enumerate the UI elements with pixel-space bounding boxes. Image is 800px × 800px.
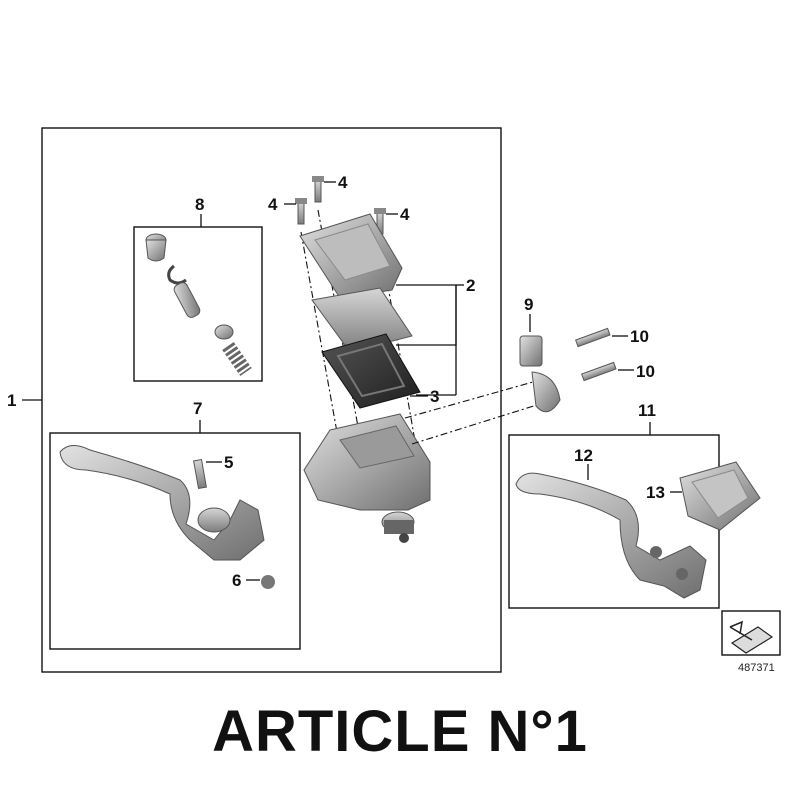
direction-arrow-icon <box>729 620 774 654</box>
label-4-left: 4 <box>268 195 278 214</box>
label-4-top: 4 <box>338 173 348 192</box>
label-10-bottom: 10 <box>636 362 655 381</box>
diagram-id: 487371 <box>738 662 775 674</box>
label-2: 2 <box>466 276 475 295</box>
clamp-9 <box>519 335 561 413</box>
lever-12 <box>515 472 707 599</box>
direction-icon-box <box>721 610 781 656</box>
label-1: 1 <box>7 391 16 410</box>
label-6: 6 <box>232 571 241 590</box>
reservoir-cover <box>299 213 403 299</box>
reservoir-diaphragm <box>321 333 421 409</box>
repair-kit-box <box>133 226 263 382</box>
brake-lever-7 <box>59 445 275 589</box>
repair-kit-parts <box>145 233 252 376</box>
label-3: 3 <box>430 387 439 406</box>
cover-13 <box>679 461 761 531</box>
label-8: 8 <box>195 195 204 214</box>
label-5: 5 <box>224 453 233 472</box>
bolts-10 <box>575 327 617 382</box>
label-7: 7 <box>193 399 202 418</box>
screws-4 <box>295 176 386 235</box>
master-cylinder <box>303 413 431 543</box>
label-9: 9 <box>524 295 533 314</box>
label-12: 12 <box>574 446 593 465</box>
label-13: 13 <box>646 483 665 502</box>
label-10-top: 10 <box>630 327 649 346</box>
label-11: 11 <box>638 401 656 420</box>
page-caption: ARTICLE N°1 <box>212 699 588 764</box>
label-4-right: 4 <box>400 205 410 224</box>
lever-box-7 <box>49 432 301 650</box>
